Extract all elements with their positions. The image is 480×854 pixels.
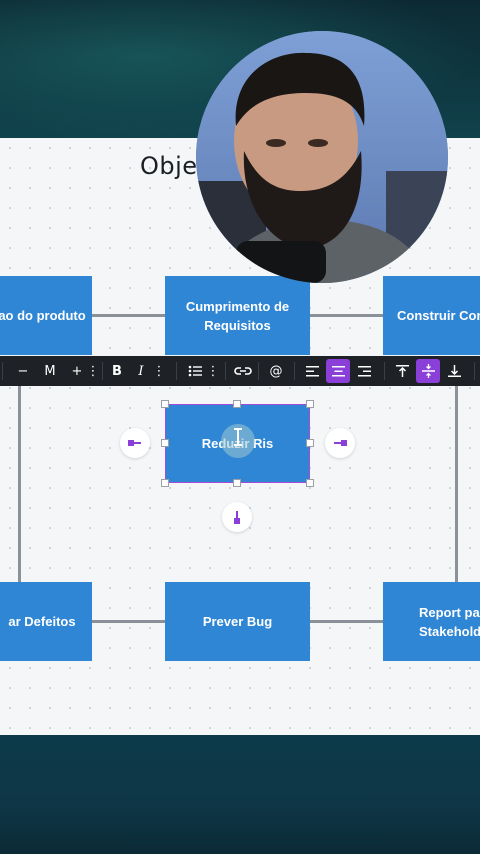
italic-button[interactable]: I [138,363,144,379]
resize-handle[interactable] [306,439,314,447]
toolbar-divider [102,362,103,380]
toolbar-divider [2,362,3,380]
text-cursor-icon [232,428,244,446]
connector-line[interactable] [92,314,165,317]
node-top-right[interactable]: Construir Con [383,276,480,355]
font-size-select[interactable]: M [44,363,56,379]
resize-handle[interactable] [233,400,241,408]
align-bottom-button[interactable] [444,356,464,386]
align-center-icon [331,365,345,376]
more-icon[interactable]: ⋮ [152,363,166,379]
toolbar-divider [384,362,385,380]
connector-line[interactable] [92,620,165,623]
align-top-button[interactable] [392,356,412,386]
resize-handle[interactable] [306,479,314,487]
more-icon[interactable]: ⋮ [86,363,100,379]
decrease-font-button[interactable]: − [17,363,29,379]
toolbar-divider [474,362,475,380]
connector-line[interactable] [455,386,458,582]
toolbar-divider [294,362,295,380]
link-icon [234,367,252,375]
align-right-button[interactable] [354,356,374,386]
align-middle-icon [421,364,435,378]
presenter-video [196,31,448,283]
node-bottom-left[interactable]: ar Defeitos [0,582,92,661]
align-left-icon [305,365,319,376]
connector-arrow-icon [334,440,347,446]
bullet-list-button[interactable] [186,356,204,386]
connector-anchor-right[interactable] [325,428,355,458]
connector-arrow-icon [128,440,141,446]
text-format-toolbar: − M + ⋮ B I ⋮ ⋮ @ [0,356,480,386]
node-cumprimento-requisitos[interactable]: Cumprimento de Requisitos [165,276,310,355]
link-button[interactable] [232,356,254,386]
node-top-left[interactable]: ao do produto [0,276,92,355]
toolbar-divider [225,362,226,380]
resize-handle[interactable] [233,479,241,487]
node-prever-bug[interactable]: Prever Bug [165,582,310,661]
toolbar-divider [176,362,177,380]
background-bottom [0,735,480,854]
connector-line[interactable] [310,620,383,623]
align-right-icon [357,365,371,376]
align-left-button[interactable] [302,356,322,386]
mention-button[interactable]: @ [269,363,283,379]
resize-handle[interactable] [161,400,169,408]
connector-anchor-left[interactable] [120,428,150,458]
connector-line[interactable] [310,314,383,317]
connector-line[interactable] [18,386,21,582]
resize-handle[interactable] [306,400,314,408]
resize-handle[interactable] [161,479,169,487]
node-bottom-right[interactable]: Report par Stakeholde [383,582,480,661]
connector-anchor-bottom[interactable] [222,502,252,532]
more-icon[interactable]: ⋮ [206,363,220,379]
align-top-icon [395,365,409,377]
align-middle-button[interactable] [416,359,440,383]
bold-button[interactable]: B [112,363,122,379]
align-center-button[interactable] [326,359,350,383]
toolbar-divider [258,362,259,380]
webcam-overlay [196,31,448,283]
resize-handle[interactable] [161,439,169,447]
increase-font-button[interactable]: + [71,363,83,379]
align-bottom-icon [447,365,461,377]
bullet-list-icon [188,365,202,377]
connector-arrow-icon [234,511,240,524]
